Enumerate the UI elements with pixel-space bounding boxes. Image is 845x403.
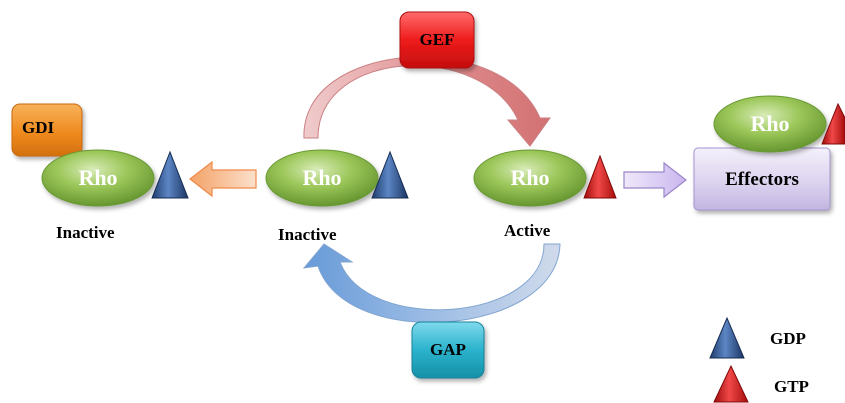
hydrolysis-arc-arrow [302,243,561,324]
inactive-state-label: Inactive [278,225,337,244]
rho-inactive-label: Rho [302,165,342,190]
rho-active-label: Rho [510,165,550,190]
gtp-triangle-effector-bound [821,102,845,145]
gef-box [399,11,475,69]
activation-arc-arrow [303,56,551,147]
gdp-legend-icon [709,316,745,359]
gap-label: GAP [430,340,466,359]
gdi-label: GDI [22,118,55,137]
effectors-label: Effectors [725,169,799,190]
gdp-legend-label: GDP [770,329,806,348]
rho-effector-bound-label: Rho [750,111,790,136]
gdi-box [11,103,83,157]
gtp-triangle-active [583,154,617,199]
rho-active-oval [473,149,587,207]
gdi-sequestration-arrow [189,160,257,198]
inactive-gdi-state-label: Inactive [56,223,115,242]
gtp-legend-icon [713,364,749,403]
rho-gdi-bound-label: Rho [78,165,118,190]
gap-box [411,321,485,379]
gdp-triangle-gdi-bound [151,150,189,199]
effector-signal-arrow [623,161,687,199]
gtp-legend-label: GTP [774,377,809,396]
gdp-triangle-inactive [371,150,409,199]
gef-label: GEF [419,30,455,49]
rho-gdi-bound-oval [41,149,155,207]
rho-inactive-oval [265,149,379,207]
active-state-label: Active [504,221,551,240]
rho-effector-bound-oval [713,95,827,153]
